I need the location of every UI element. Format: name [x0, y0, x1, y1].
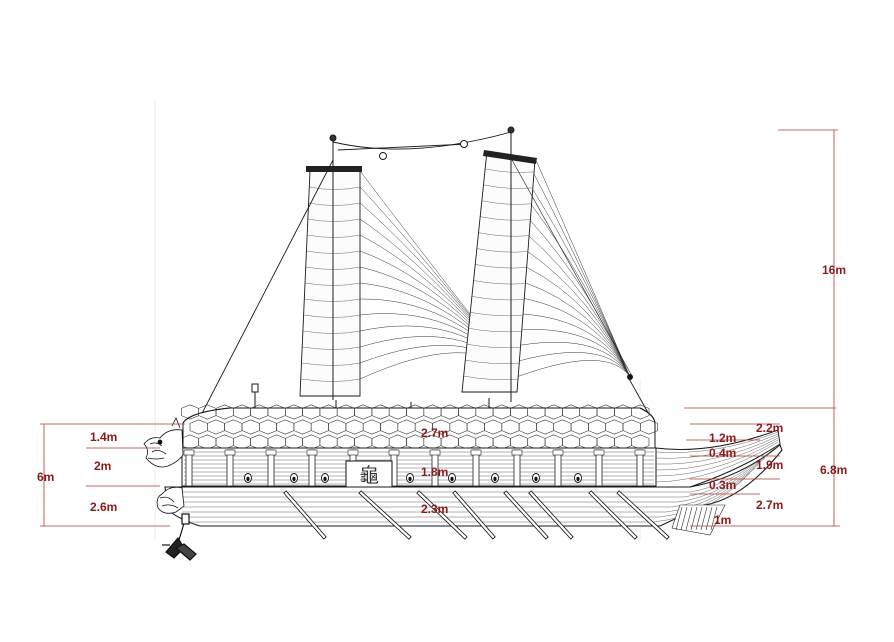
hull-inscription: 龜: [359, 463, 379, 487]
dimension-lines: [40, 129, 840, 527]
dim-right-rail: 0.4m: [709, 446, 736, 460]
oar: [358, 490, 412, 540]
dim-left-lower: 2.6m: [90, 500, 117, 514]
oar: [616, 490, 670, 540]
dim-hull-total-height: 6.8m: [820, 463, 847, 477]
oar: [416, 490, 468, 540]
dim-left-total: 6m: [37, 470, 54, 484]
hull-emblem: [345, 460, 393, 489]
dim-right-hull-gap: 0.3m: [709, 478, 736, 492]
dim-center-roof: 2.7m: [421, 426, 448, 440]
anchor: [162, 513, 197, 561]
oar: [528, 490, 574, 540]
rigging: [195, 126, 652, 426]
dim-left-upper: 1.4m: [90, 430, 117, 444]
oars: [283, 490, 670, 540]
oar: [588, 490, 638, 540]
dimension-labels: 6m 1.4m 2m 2.6m 2.7m 1.8m 2.3m 2.2m 1.2m…: [37, 263, 847, 527]
dim-right-top: 2.2m: [756, 421, 783, 435]
turtle-roof: [181, 383, 659, 450]
dim-center-middle: 1.8m: [421, 465, 448, 479]
main-sail: [461, 128, 631, 402]
dim-center-lower: 2.3m: [421, 502, 448, 516]
oar: [283, 490, 327, 540]
dim-right-middle: 1.9m: [756, 458, 783, 472]
dim-right-hull: 2.7m: [756, 498, 783, 512]
roof-spikes: [251, 383, 490, 408]
dim-left-middle: 2m: [94, 459, 111, 473]
upper-side-wall: 龜: [181, 447, 657, 489]
dim-right-roof: 1.2m: [709, 431, 736, 445]
oar: [452, 490, 496, 540]
dim-right-keel: 1m: [714, 513, 731, 527]
oar: [503, 490, 549, 540]
dragon-head: [143, 417, 185, 514]
dim-mast-height: 16m: [822, 263, 846, 277]
